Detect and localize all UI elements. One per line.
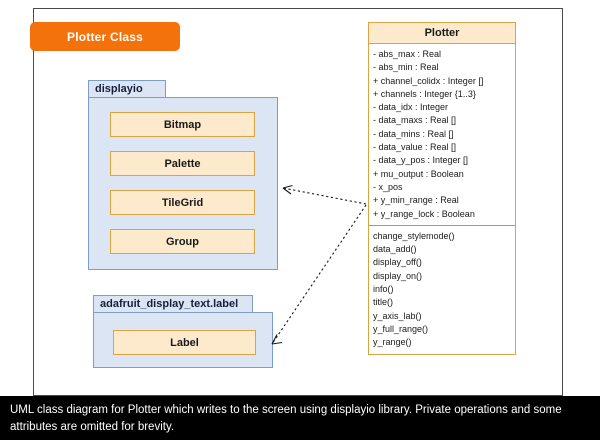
operation-row: info() xyxy=(373,284,394,295)
class-label[interactable]: Label xyxy=(113,330,256,355)
operation-row: title() xyxy=(373,297,393,308)
figure-caption-text: UML class diagram for Plotter which writ… xyxy=(10,404,562,433)
class-tilegrid-label: TileGrid xyxy=(161,196,204,209)
class-plotter-attributes: - abs_max : Real - abs_min : Real + chan… xyxy=(369,44,515,225)
attribute-row: - data_y_pos : Integer [] xyxy=(373,155,469,166)
attribute-row: - x_pos xyxy=(373,181,403,192)
class-palette[interactable]: Palette xyxy=(110,151,255,176)
attribute-row: - abs_min : Real xyxy=(373,62,439,73)
class-plotter[interactable]: Plotter - abs_max : Real - abs_min : Rea… xyxy=(368,22,516,355)
attribute-row: + channel_colidx : Integer [] xyxy=(373,75,484,86)
class-palette-label: Palette xyxy=(164,157,201,170)
package-adafruit-display-text-label-name: adafruit_display_text.label xyxy=(100,298,239,310)
operation-row: y_full_range() xyxy=(373,323,429,334)
plotter-class-title-badge: Plotter Class xyxy=(30,22,180,51)
attribute-row: - data_maxs : Real [] xyxy=(373,115,457,126)
class-plotter-name: Plotter xyxy=(424,27,460,39)
class-plotter-operations: change_stylemode() data_add() display_of… xyxy=(369,224,515,354)
class-group-label: Group xyxy=(166,235,199,248)
operation-row: y_axis_lab() xyxy=(373,310,422,321)
title-badge-label: Plotter Class xyxy=(67,29,143,44)
package-adafruit-display-text-label: adafruit_display_text.label Label xyxy=(93,295,273,368)
class-label-label: Label xyxy=(170,336,199,349)
package-displayio-tab: displayio xyxy=(88,80,166,98)
package-adafruit-display-text-label-tab: adafruit_display_text.label xyxy=(93,295,253,313)
operation-row: change_stylemode() xyxy=(373,230,455,241)
class-group[interactable]: Group xyxy=(110,229,255,254)
class-plotter-header: Plotter xyxy=(369,23,515,44)
package-displayio: displayio Bitmap Palette TileGrid Group xyxy=(88,80,278,270)
package-displayio-name: displayio xyxy=(95,83,143,95)
attribute-row: + channels : Integer {1..3} xyxy=(373,88,476,99)
class-bitmap[interactable]: Bitmap xyxy=(110,112,255,137)
attribute-row: - data_mins : Real [] xyxy=(373,128,454,139)
class-bitmap-label: Bitmap xyxy=(163,118,202,131)
attribute-row: - data_idx : Integer xyxy=(373,102,449,113)
attribute-row: + mu_output : Boolean xyxy=(373,168,464,179)
operation-row: display_off() xyxy=(373,257,422,268)
attribute-row: - abs_max : Real xyxy=(373,49,442,59)
operation-row: data_add() xyxy=(373,244,417,255)
attribute-row: - data_value : Real [] xyxy=(373,142,457,153)
attribute-row: + y_min_range : Real xyxy=(373,195,459,206)
class-tilegrid[interactable]: TileGrid xyxy=(110,190,255,215)
operation-row: display_on() xyxy=(373,270,423,281)
figure-caption: UML class diagram for Plotter which writ… xyxy=(0,396,600,440)
operation-row: y_range() xyxy=(373,337,412,348)
attribute-row: + y_range_lock : Boolean xyxy=(373,208,475,219)
